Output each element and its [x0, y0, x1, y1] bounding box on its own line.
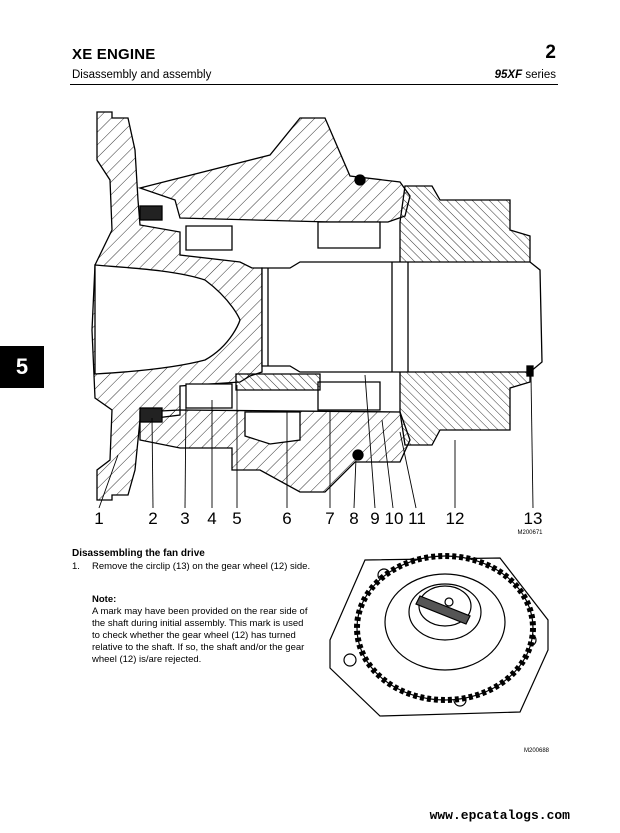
- bolt-hole-left: [343, 653, 357, 667]
- callout-7: 7: [325, 509, 334, 528]
- chapter-tab: 5: [0, 346, 44, 388]
- callout-12: 12: [446, 509, 465, 528]
- note-title: Note:: [92, 594, 117, 605]
- circlip-ring: [418, 585, 472, 627]
- upper-left-bearing: [185, 225, 233, 251]
- main-shaft: [261, 261, 543, 373]
- lower-right-bearing: [317, 381, 381, 411]
- circlip: [526, 365, 534, 377]
- gear-teeth: [354, 553, 536, 703]
- hub-recess: [94, 264, 241, 375]
- o-ring-bottom: [352, 449, 364, 461]
- callout-numbers: 1 2 3 4 5 6 7 8 9 10 11 12 13 M200671: [94, 509, 543, 536]
- callout-10: 10: [385, 509, 404, 528]
- upper-seal: [139, 205, 163, 221]
- series-label: 95XF series: [495, 69, 556, 81]
- note-text: A mark may have been provided on the rea…: [92, 606, 308, 665]
- shaft-center-hole: [444, 597, 454, 607]
- fan-drive-gear-detail: M200688: [329, 553, 550, 754]
- callout-13: 13: [524, 509, 543, 528]
- section-subtitle: Disassembly and assembly: [72, 69, 212, 81]
- procedure-heading: Disassembling the fan drive: [72, 548, 205, 559]
- main-figure-code: M200671: [517, 530, 543, 536]
- watermark-link[interactable]: www.epcatalogs.com: [429, 808, 570, 823]
- callout-8: 8: [349, 509, 358, 528]
- callout-11: 11: [408, 509, 426, 528]
- shaft-key-slot: [415, 595, 471, 625]
- manual-title: XE ENGINE: [72, 46, 156, 63]
- series-model: 95XF: [494, 69, 523, 81]
- step-number: 1.: [72, 561, 80, 572]
- callout-1: 1: [94, 509, 103, 528]
- lower-left-bearing: [185, 383, 233, 409]
- callout-leaders: [98, 374, 534, 509]
- callout-2: 2: [148, 509, 157, 528]
- bearing-spacer: [235, 373, 321, 391]
- callout-3: 3: [180, 509, 189, 528]
- upper-right-bearing: [317, 221, 381, 249]
- o-ring-top: [354, 174, 366, 186]
- callout-6: 6: [282, 509, 291, 528]
- detail-figure-code: M200688: [524, 748, 550, 754]
- fan-drive-cross-section: [91, 111, 543, 501]
- page-number: 2: [545, 42, 556, 63]
- lower-seal: [139, 407, 163, 423]
- lower-inner-ring: [244, 411, 301, 445]
- header-rule: [70, 84, 558, 85]
- procedure-step: 1. Remove the circlip (13) on the gear w…: [72, 561, 312, 573]
- step-text: Remove the circlip (13) on the gear whee…: [92, 561, 311, 572]
- top-housing: [137, 117, 411, 223]
- callout-5: 5: [232, 509, 241, 528]
- callout-4: 4: [207, 509, 216, 528]
- callout-9: 9: [370, 509, 379, 528]
- series-suffix: series: [522, 69, 556, 81]
